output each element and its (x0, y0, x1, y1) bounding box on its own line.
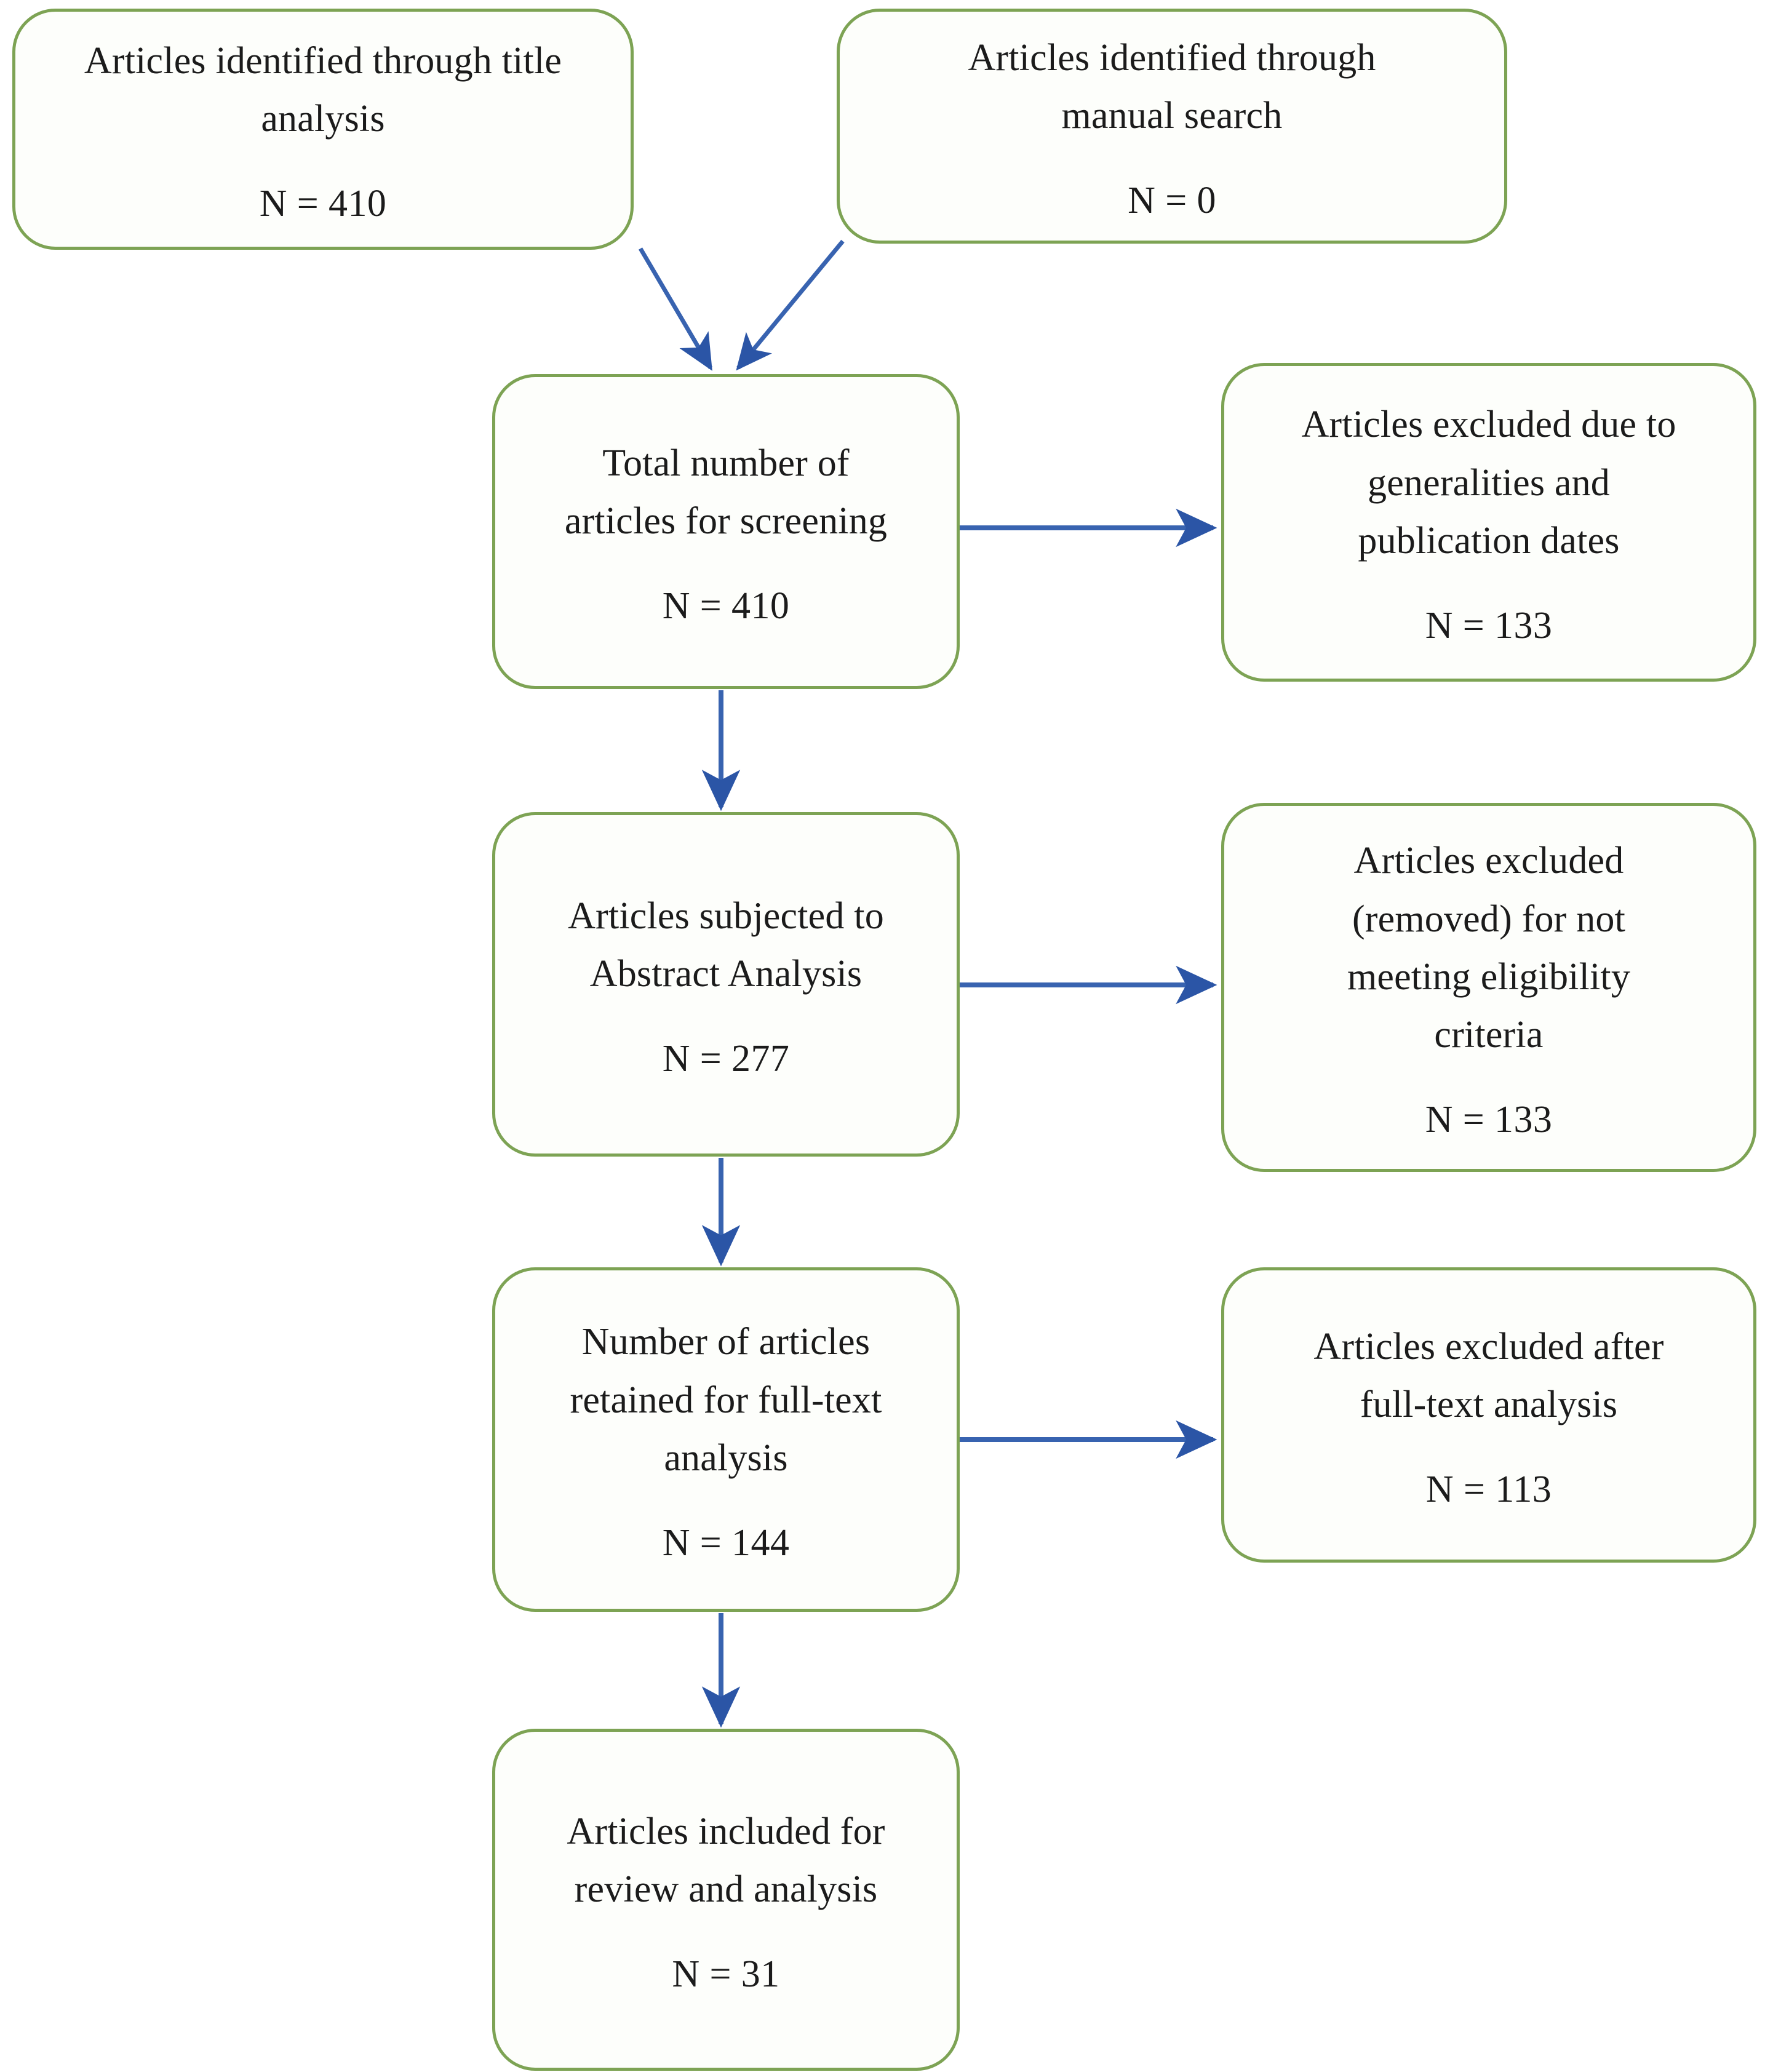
node-screening-total[interactable]: Total number of articles for screening N… (492, 374, 960, 689)
node-count: N = 410 (259, 183, 387, 225)
arrow-manual-to-screening (736, 239, 845, 371)
node-count: N = 410 (662, 585, 790, 628)
node-count: N = 133 (1425, 605, 1553, 647)
node-label: Number of articles retained for full-tex… (570, 1321, 882, 1479)
node-count: N = 31 (672, 1953, 780, 1996)
node-included-review[interactable]: Articles included for review and analysi… (492, 1729, 960, 2071)
node-label: Articles excluded (removed) for not meet… (1347, 840, 1631, 1056)
node-label: Articles subjected to Abstract Analysis (568, 895, 884, 995)
node-label: Articles identified through manual searc… (968, 36, 1376, 137)
node-identified-title[interactable]: Articles identified through title analys… (12, 9, 634, 250)
node-count: N = 133 (1425, 1099, 1553, 1141)
node-count: N = 0 (1128, 180, 1216, 222)
node-excluded-fulltext[interactable]: Articles excluded after full-text analys… (1221, 1267, 1756, 1563)
node-label: Articles excluded due to generalities an… (1301, 404, 1676, 562)
node-label: Articles excluded after full-text analys… (1313, 1325, 1664, 1425)
node-label: Articles included for review and analysi… (567, 1810, 885, 1910)
node-count: N = 113 (1425, 1468, 1552, 1511)
node-count: N = 144 (662, 1522, 790, 1564)
node-abstract-analysis[interactable]: Articles subjected to Abstract Analysis … (492, 812, 960, 1157)
node-label: Articles identified through title analys… (84, 39, 562, 140)
node-count: N = 277 (662, 1038, 790, 1080)
node-identified-manual[interactable]: Articles identified through manual searc… (837, 9, 1507, 244)
node-label: Total number of articles for screening (564, 442, 888, 542)
node-excluded-generalities[interactable]: Articles excluded due to generalities an… (1221, 363, 1756, 682)
arrow-title-to-screening (638, 247, 713, 371)
node-excluded-eligibility[interactable]: Articles excluded (removed) for not meet… (1221, 803, 1756, 1172)
node-fulltext-retained[interactable]: Number of articles retained for full-tex… (492, 1267, 960, 1612)
